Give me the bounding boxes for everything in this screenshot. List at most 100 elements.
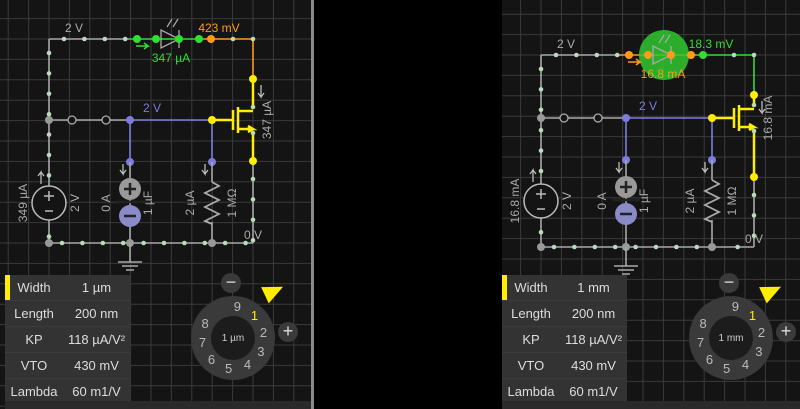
property-key: Length [14, 306, 54, 321]
current-dot [538, 229, 544, 235]
ground-icon [614, 265, 638, 275]
property-key: KP [25, 332, 43, 347]
node [126, 116, 134, 124]
current-dot [46, 50, 52, 56]
current-dot [592, 244, 598, 250]
property-row-vto[interactable]: VTO 430 mV [5, 353, 130, 379]
current-dot [250, 104, 256, 110]
ground-voltage-label: 0 V [745, 232, 763, 246]
node [45, 239, 53, 247]
dial-option-8[interactable]: 8 [699, 316, 707, 332]
current-dot [751, 128, 757, 134]
current-dot [250, 176, 256, 182]
dial-option-3[interactable]: 3 [257, 343, 265, 359]
property-key: Lambda [10, 384, 58, 399]
light-rays-icon [166, 18, 179, 28]
source-voltage-label: 2 V [68, 194, 82, 212]
dial-option-4[interactable]: 4 [243, 357, 252, 373]
resistor-icon[interactable] [702, 179, 722, 223]
bottom-toolbar [502, 401, 800, 409]
mosfet-icon[interactable] [231, 107, 258, 134]
dial-option-8[interactable]: 8 [201, 316, 209, 332]
current-dot [594, 52, 600, 58]
node [622, 114, 630, 122]
current-dot [751, 102, 757, 108]
property-key: Width [17, 280, 51, 295]
node [45, 116, 53, 124]
dial-option-6[interactable]: 6 [207, 352, 216, 368]
property-key: VTO [20, 358, 48, 373]
switch-terminal[interactable] [67, 115, 77, 125]
switch-terminal[interactable] [101, 115, 111, 125]
increment-button[interactable]: + [278, 322, 298, 342]
led-node [133, 35, 141, 43]
current-dot [120, 240, 126, 246]
current-arrow-icon [615, 162, 623, 174]
current-dot [82, 36, 87, 42]
current-dot [751, 52, 757, 58]
property-value: 1 µm [81, 280, 112, 295]
gate-voltage-label: 2 V [143, 101, 161, 115]
dial-option-5[interactable]: 5 [225, 360, 233, 376]
decrement-button[interactable]: − [719, 273, 739, 293]
property-value: 1 mm [577, 280, 610, 295]
led-current-label: 347 µA [152, 51, 190, 65]
current-dot [46, 173, 52, 178]
node [699, 51, 707, 59]
property-key: Length [511, 306, 551, 321]
dial-option-7[interactable]: 7 [696, 335, 705, 351]
dial-option-6[interactable]: 6 [705, 352, 714, 368]
dial-option-4[interactable]: 4 [741, 357, 750, 373]
led-node [195, 35, 203, 43]
current-arrow-icon [201, 164, 209, 176]
current-dot [538, 107, 544, 113]
dial-option-5[interactable]: 5 [723, 360, 731, 376]
capacitor-icon [116, 183, 144, 218]
dial-option-9[interactable]: 9 [731, 299, 739, 315]
property-value: 60 m1/V [72, 384, 121, 399]
property-value: 430 mV [74, 358, 119, 373]
switch-terminal[interactable] [593, 113, 603, 123]
dial-center-value: 1 µm [211, 316, 255, 360]
led-voltage-label: 18.3 mV [689, 37, 734, 51]
property-row-width[interactable]: Width 1 µm [5, 275, 130, 301]
panel-divider[interactable] [311, 0, 314, 409]
current-arrow-icon [136, 42, 151, 50]
led-node [644, 51, 652, 59]
dial-option-1[interactable]: 1 [748, 307, 757, 323]
capacitor-icon [612, 181, 640, 216]
resistor-icon[interactable] [202, 181, 222, 225]
cap-current-label: 0 A [595, 192, 609, 209]
gate-voltage-label: 2 V [639, 99, 657, 113]
current-dot [250, 217, 256, 223]
dial-option-9[interactable]: 9 [233, 299, 241, 315]
node [708, 114, 716, 122]
dial-option-2[interactable]: 2 [259, 324, 268, 340]
voltage-label: 2 V [65, 21, 83, 35]
dial-option-1[interactable]: 1 [250, 307, 259, 323]
dial-option-7[interactable]: 7 [198, 335, 207, 351]
current-dot [250, 36, 256, 42]
dial-option-3[interactable]: 3 [755, 343, 763, 359]
voltage-source-icon[interactable] [31, 185, 67, 221]
dial-option-2[interactable]: 2 [757, 324, 766, 340]
increment-button[interactable]: + [776, 322, 796, 342]
decrement-button[interactable]: − [221, 273, 241, 293]
mosfet-icon[interactable] [732, 105, 759, 132]
current-dot [612, 244, 618, 250]
current-dot [551, 244, 557, 250]
voltage-source-icon[interactable] [523, 183, 559, 219]
switch-terminal[interactable] [559, 113, 569, 123]
led-node [687, 51, 695, 59]
